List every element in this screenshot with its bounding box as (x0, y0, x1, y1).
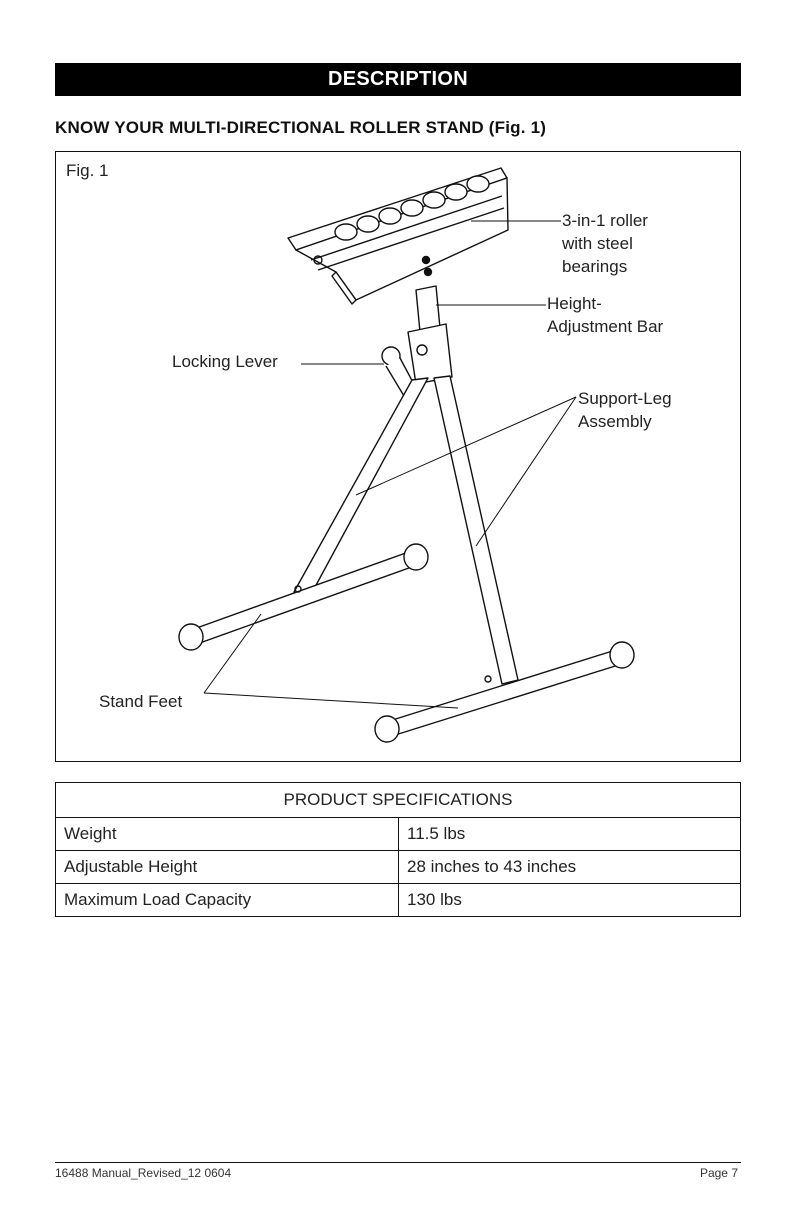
spec-label: Maximum Load Capacity (55, 883, 399, 917)
locking-lever-callout: Locking Lever (172, 352, 278, 371)
stand-feet-drawing (178, 543, 635, 743)
spec-value: 130 lbs (398, 883, 741, 917)
product-specifications-table: PRODUCT SPECIFICATIONS Weight 11.5 lbs A… (55, 782, 741, 917)
table-row: Adjustable Height 28 inches to 43 inches (55, 850, 741, 884)
section-banner: DESCRIPTION (55, 63, 741, 96)
support-leg-callout-line2: Assembly (578, 412, 652, 431)
roller-callout-line2: with steel (562, 234, 633, 253)
table-row: Maximum Load Capacity 130 lbs (55, 883, 741, 917)
spec-value: 28 inches to 43 inches (398, 850, 741, 884)
specs-title: PRODUCT SPECIFICATIONS (55, 782, 741, 818)
figure-label: Fig. 1 (66, 161, 109, 180)
footer-divider (55, 1162, 741, 1163)
spec-label: Weight (55, 817, 399, 851)
support-leg-callout-line1: Support-Leg (578, 389, 672, 408)
height-bar-callout-line1: Height- (547, 294, 602, 313)
stand-feet-callout: Stand Feet (99, 692, 183, 711)
height-bar-callout-line2: Adjustment Bar (547, 317, 664, 336)
height-adjustment-bar-drawing (407, 285, 453, 385)
spec-label: Adjustable Height (55, 850, 399, 884)
spec-value: 11.5 lbs (398, 817, 741, 851)
section-title: KNOW YOUR MULTI-DIRECTIONAL ROLLER STAND… (55, 118, 547, 137)
support-legs-drawing (293, 375, 519, 685)
table-row: Weight 11.5 lbs (55, 817, 741, 851)
footer-document-id: 16488 Manual_Revised_12 0604 (55, 1166, 232, 1180)
roller-stand-illustration (178, 167, 635, 743)
roller-callout-line1: 3-in-1 roller (562, 211, 648, 230)
footer-page-number: Page 7 (699, 1166, 738, 1180)
callout-leaders (203, 220, 577, 709)
roller-head (287, 167, 509, 305)
figure-box: Fig. 1 3-in-1 roller with steel bearings… (55, 151, 741, 762)
roller-callout-line3: bearings (562, 257, 628, 276)
